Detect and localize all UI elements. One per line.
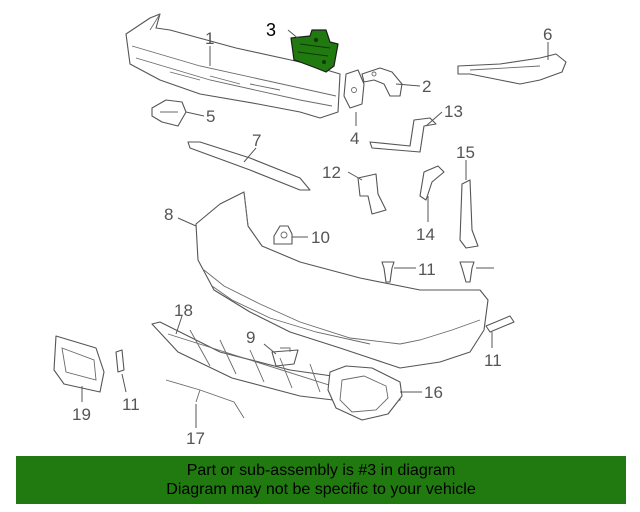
callout-1: 1 [205, 29, 214, 48]
part-19-license-bracket [53, 335, 105, 393]
part-11-fastener-a [381, 261, 395, 283]
part-15-bracket [459, 179, 479, 249]
callout-18: 18 [174, 301, 193, 320]
part-17-wire [165, 379, 245, 419]
callout-6: 6 [543, 25, 552, 44]
part-2-bracket [361, 67, 403, 97]
callout-13: 13 [444, 102, 463, 121]
callout-11-a: 11 [418, 260, 436, 279]
callout-15: 15 [456, 143, 475, 162]
callout-4: 4 [350, 129, 359, 148]
part-4-bracket [343, 69, 365, 109]
part-14-bracket [419, 165, 445, 201]
part-8-bumper-fascia [195, 191, 489, 369]
part-12-bracket [357, 173, 387, 215]
part-3-bracket-highlighted [290, 29, 339, 73]
callout-2: 2 [422, 77, 431, 96]
callout-12: 12 [322, 163, 341, 182]
callout-19: 19 [72, 405, 91, 424]
part-7-strip [187, 141, 311, 191]
callout-14: 14 [416, 225, 435, 244]
callout-9: 9 [246, 328, 255, 347]
callout-11-b: 11 [484, 351, 502, 370]
disclaimer-banner: Part or sub-assembly is #3 in diagram Di… [16, 456, 626, 504]
part-13-brace [369, 117, 437, 153]
callout-3-highlighted: 3 [266, 20, 276, 40]
bumper-exploded-diagram: 1 3 2 4 5 6 7 12 13 15 14 10 8 11 11 11 … [53, 13, 567, 448]
callout-16: 16 [424, 383, 443, 402]
part-9-plug [271, 347, 299, 367]
callout-10: 10 [311, 228, 330, 247]
banner-line-disclaimer: Diagram may not be specific to your vehi… [166, 481, 476, 498]
part-11-fastener-b [459, 261, 475, 283]
banner-line-part-number: Part or sub-assembly is #3 in diagram [186, 462, 456, 479]
callout-5: 5 [206, 107, 215, 126]
leader-lines [81, 29, 549, 428]
part-11-fastener-d [115, 349, 125, 373]
part-16-fog-bezel [327, 365, 403, 421]
part-6-bracket [457, 53, 567, 85]
callout-8: 8 [164, 205, 173, 224]
callout-17: 17 [186, 429, 205, 448]
part-11-fastener-c [485, 315, 515, 333]
callout-7: 7 [252, 131, 261, 150]
part-10-mount [273, 225, 293, 245]
part-5-bracket [151, 99, 187, 127]
callout-11-c: 11 [122, 395, 140, 414]
part-1-bumper-reinforcement [125, 13, 341, 119]
